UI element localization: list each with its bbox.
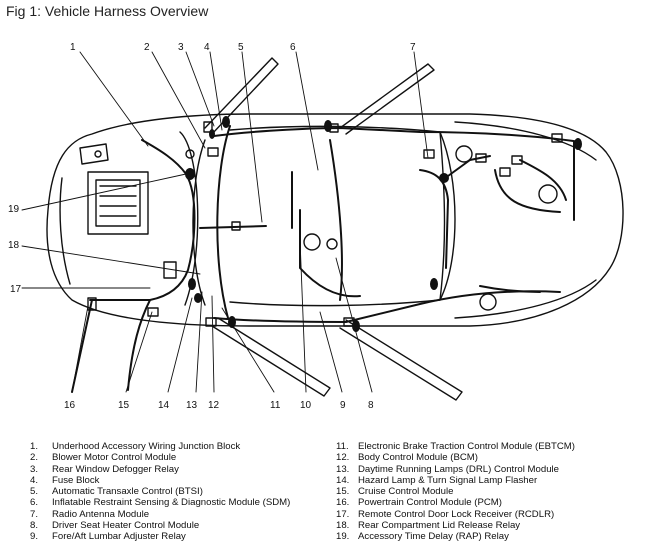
pillar-rod-rear-left: [339, 63, 435, 135]
legend-item: 14.Hazard Lamp & Turn Signal Lamp Flashe…: [336, 474, 538, 486]
front-bumper-line: [59, 177, 71, 285]
callout-9: 9: [340, 400, 346, 411]
callout-12: 12: [208, 400, 220, 411]
legend-item: 19.Accessory Time Delay (RAP) Relay: [336, 531, 509, 543]
callout-6: 6: [290, 42, 296, 53]
rear-window-line: [439, 131, 456, 301]
legend-item: 13.Daytime Running Lamps (DRL) Control M…: [336, 463, 560, 475]
legend-item: 1.Underhood Accessory Wiring Junction Bl…: [30, 441, 241, 452]
legend-right: 11.Electronic Brake Traction Control Mod…: [336, 441, 575, 543]
trunk-line: [454, 121, 597, 161]
figure-title: Fig 1: Vehicle Harness Overview: [6, 3, 209, 19]
legend-item: 7.Radio Antenna Module: [30, 508, 150, 520]
legend-left: 1.Underhood Accessory Wiring Junction Bl…: [30, 441, 290, 543]
harness-main-bottom: [213, 290, 561, 323]
callout-19: 19: [8, 204, 20, 215]
legend-item: 15.Cruise Control Module: [336, 486, 454, 498]
cabin-roof-outline: [229, 125, 446, 307]
harness-cabin-left: [216, 125, 231, 319]
callout-8: 8: [368, 400, 374, 411]
callout-4: 4: [204, 42, 210, 53]
callout-5: 5: [238, 42, 244, 53]
callout-10: 10: [300, 400, 312, 411]
legend-item: 4.Fuse Block: [30, 474, 100, 486]
harness-front: [89, 139, 196, 301]
legend-item: 12.Body Control Module (BCM): [336, 452, 478, 464]
legend-item: 5.Automatic Transaxle Control (BTSI): [30, 486, 203, 498]
callout-15: 15: [118, 400, 130, 411]
callout-2: 2: [144, 42, 150, 53]
callout-14: 14: [158, 400, 170, 411]
legend-item: 8.Driver Seat Heater Control Module: [30, 520, 200, 532]
callout-17: 17: [10, 284, 22, 295]
legend-item: 11.Electronic Brake Traction Control Mod…: [336, 441, 575, 452]
trunk-lower-line: [454, 279, 597, 319]
callout-3: 3: [178, 42, 184, 53]
callout-16: 16: [64, 400, 76, 411]
legend-item: 18.Rear Compartment Lid Release Relay: [336, 520, 521, 532]
windshield-line: [192, 139, 206, 306]
harness-main-top: [213, 127, 581, 143]
pillar-rod-front-left: [204, 57, 279, 135]
legend-item: 3.Rear Window Defogger Relay: [30, 463, 179, 475]
legend-item: 9.Fore/Aft Lumbar Adjuster Relay: [30, 531, 186, 543]
engine-component: [87, 171, 149, 235]
harness-cabin-mid: [329, 139, 343, 301]
callout-11: 11: [270, 400, 281, 411]
callout-7: 7: [410, 42, 416, 53]
vehicle-harness-diagram: 1 2 3 4 5 6 7 19 18 17 16 15 14 13 12 11…: [8, 42, 624, 411]
harness-cabin-center: [291, 171, 361, 298]
legend-item: 17.Remote Control Door Lock Receiver (RC…: [336, 508, 555, 520]
callout-18: 18: [8, 240, 20, 251]
legend-item: 16.Powertrain Control Module (PCM): [336, 497, 502, 509]
callout-13: 13: [186, 400, 198, 411]
pillar-rod-rear-right: [339, 319, 463, 401]
legend-item: 6.Inflatable Restraint Sensing & Diagnos…: [30, 497, 291, 509]
car-body-outline: [46, 113, 624, 327]
legend-item: 2.Blower Motor Control Module: [30, 452, 177, 464]
pillar-rod-front-right: [211, 317, 331, 397]
callout-1: 1: [70, 42, 76, 53]
